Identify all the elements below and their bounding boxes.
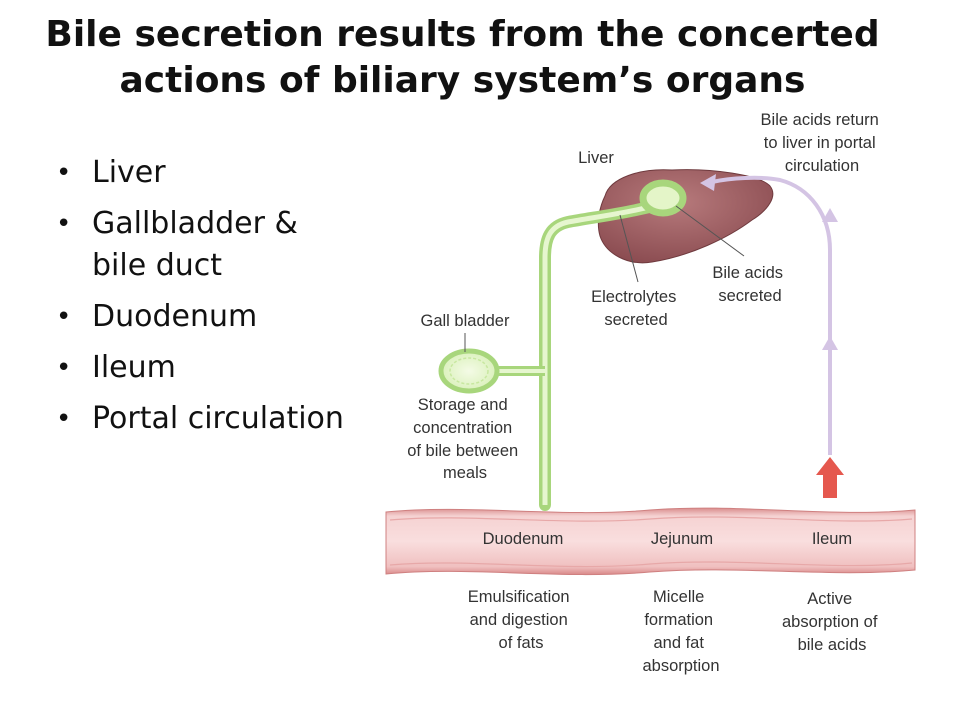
electrolytes-secreted-label: Electrolytes secreted <box>591 288 681 329</box>
intestine-tube <box>385 507 916 576</box>
portal-return-arrow <box>711 175 832 455</box>
segment-ileum: Ileum <box>812 530 852 548</box>
duodenum-function-label: Emulsification and digestion of fats <box>468 588 574 652</box>
bullet-list: Liver Gallbladder & bile duct Duodenum I… <box>56 152 344 449</box>
segment-jejunum: Jejunum <box>651 530 713 548</box>
electrolytes-pointer <box>619 214 639 283</box>
portal-arrowhead-liver <box>700 174 716 191</box>
bile-acids-pointer <box>675 205 745 257</box>
bile-return-label: Bile acids return to liver in portal cir… <box>761 111 884 175</box>
portal-arrowhead-lower <box>822 336 838 350</box>
storage-label: Storage and concentration of bile betwee… <box>407 396 523 482</box>
ileum-function-label: Active absorption of bile acids <box>782 590 882 654</box>
bullet-liver: Liver <box>56 152 344 194</box>
jejunum-function-label: Micelle formation and fat absorption <box>642 588 719 675</box>
gall-bladder-label: Gall bladder <box>421 312 510 330</box>
liver-bile-canaliculus <box>639 179 687 217</box>
slide-title-line-2: actions of biliary system’s organs <box>119 60 806 101</box>
bullet-gallbladder: Gallbladder & bile duct <box>56 203 344 287</box>
bullet-ileum: Ileum <box>56 347 344 389</box>
portal-arrowhead-mid <box>822 208 838 222</box>
bullet-duodenum: Duodenum <box>56 296 344 338</box>
gall-bladder <box>438 348 500 394</box>
bullet-portal-circulation: Portal circulation <box>56 398 344 440</box>
slide-title: Bile secretion results from the concerte… <box>0 12 925 104</box>
intestine-fold-lines <box>389 516 913 568</box>
absorption-arrow <box>816 457 844 498</box>
liver-label: Liver <box>578 149 614 167</box>
slide-title-line-1: Bile secretion results from the concerte… <box>45 14 880 55</box>
gall-bladder-inner <box>449 357 489 385</box>
segment-duodenum: Duodenum <box>483 530 564 548</box>
bile-acids-secreted-label: Bile acids secreted <box>712 264 787 305</box>
